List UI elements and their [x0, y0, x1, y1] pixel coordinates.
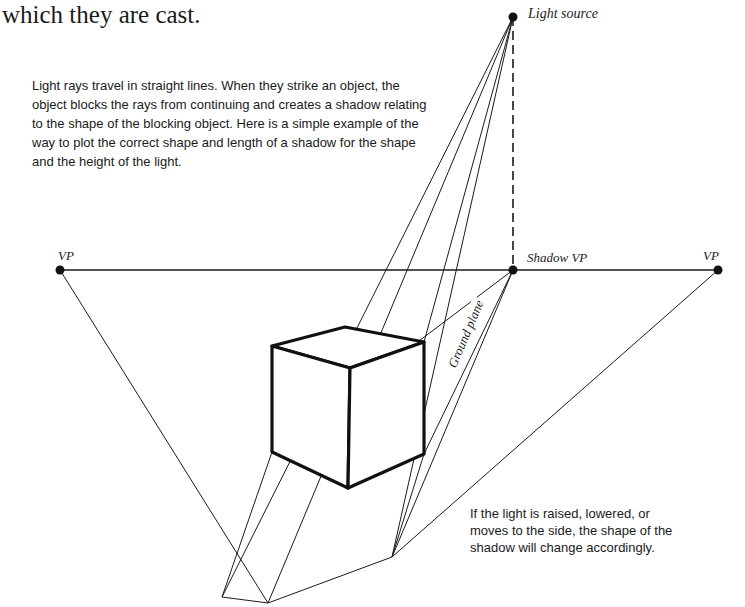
vp-label: VP	[58, 248, 74, 264]
vp-label: VP	[703, 248, 719, 264]
intro-note: Light rays travel in straight lines. Whe…	[32, 76, 432, 171]
page-title-fragment: which they are cast.	[2, 0, 201, 30]
change-note: If the light is raised, lowered, or move…	[470, 505, 675, 556]
light-source-label: Light source	[528, 5, 598, 22]
shadow-vp-label: Shadow VP	[527, 250, 587, 266]
